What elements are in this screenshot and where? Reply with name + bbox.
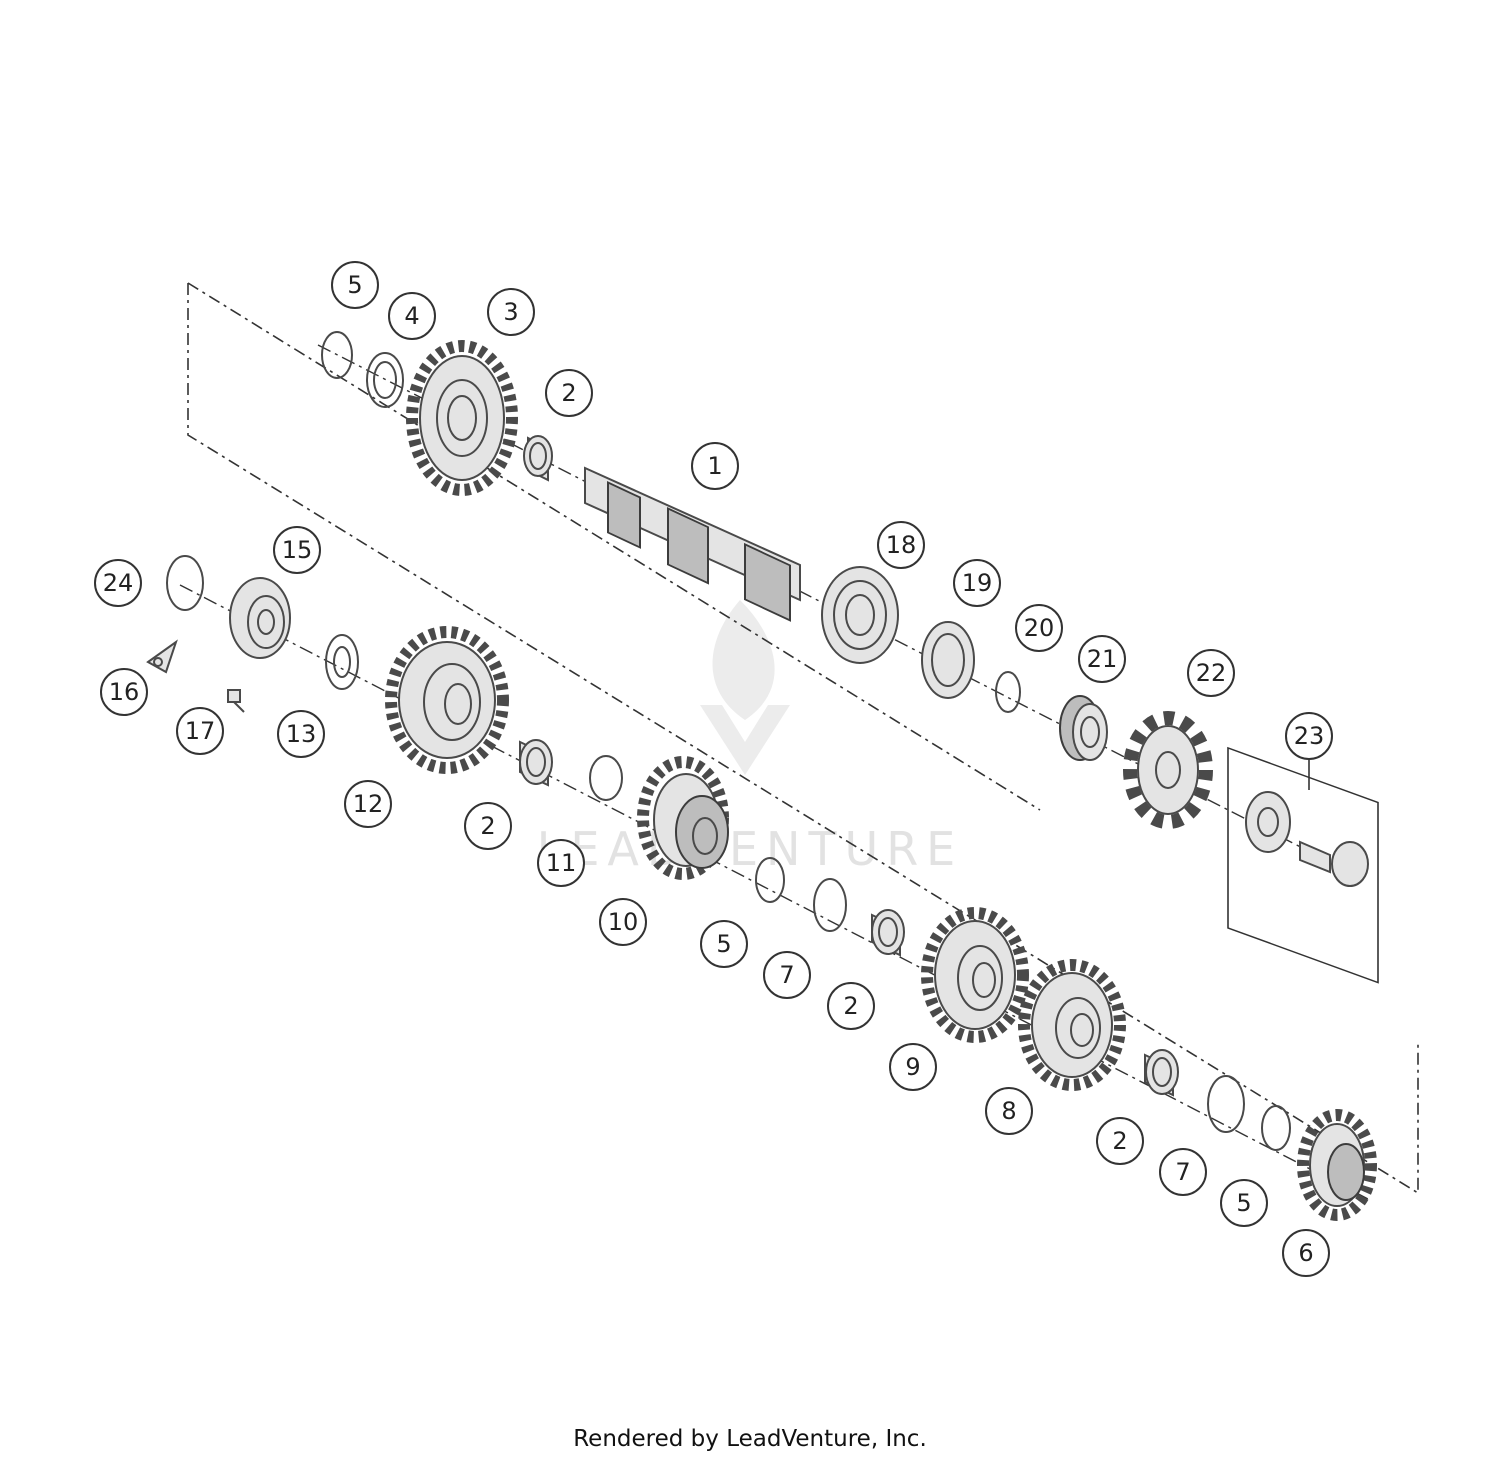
svg-text:22: 22 [1196,659,1227,687]
svg-text:23: 23 [1294,722,1325,750]
watermark: LEADVENTURE [537,600,964,876]
callout-10: 10 [599,898,647,946]
callout-21: 21 [1078,635,1126,683]
bolt-part-23 [1299,840,1369,887]
callout-6: 6 [1282,1229,1330,1277]
watermark-text: LEADVENTURE [537,822,964,876]
svg-text:17: 17 [185,717,216,745]
callout-13: 13 [277,710,325,758]
svg-text:16: 16 [109,678,140,706]
callout-1: 1 [691,442,739,490]
ball-bearing-part-18 [821,566,899,664]
svg-text:2: 2 [1112,1127,1127,1155]
callout-12: 12 [344,780,392,828]
gear-part-8 [1018,959,1126,1091]
callout-7-lower-a: 7 [763,951,811,999]
footer-credit: Rendered by LeadVenture, Inc. [573,1426,927,1452]
svg-text:5: 5 [347,271,362,299]
svg-text:4: 4 [404,302,419,330]
transmission-shaft-part-1 [584,466,801,622]
callout-9: 9 [889,1043,937,1091]
svg-text:5: 5 [1236,1189,1251,1217]
svg-text:3: 3 [503,298,518,326]
callout-19: 19 [953,559,1001,607]
svg-text:19: 19 [962,569,993,597]
spacer-part-21 [1059,695,1108,761]
svg-text:2: 2 [480,812,495,840]
svg-text:15: 15 [282,536,313,564]
callout-2-lower-b: 2 [827,982,875,1030]
callout-22: 22 [1187,649,1235,697]
callout-2-upper: 2 [545,369,593,417]
svg-text:18: 18 [886,531,917,559]
callout-18: 18 [877,521,925,569]
callout-15: 15 [273,526,321,574]
snap-ring-part-5-lower-b [1261,1105,1291,1151]
callout-11: 11 [537,839,585,887]
callout-2-lower-a: 2 [464,802,512,850]
svg-text:10: 10 [608,908,639,936]
part-23-group-box [1227,746,1379,984]
callout-23: 23 [1285,712,1333,760]
callout-5-lower-a: 5 [700,920,748,968]
svg-text:8: 8 [1001,1097,1016,1125]
needle-bearing-part-2-lower-b [871,909,905,957]
svg-text:24: 24 [103,569,134,597]
washer-part-4 [366,352,404,408]
assembly-frame [187,282,1419,1195]
callout-2-lower-c: 2 [1096,1117,1144,1165]
svg-text:2: 2 [561,379,576,407]
svg-text:21: 21 [1087,645,1118,673]
svg-text:12: 12 [353,790,384,818]
gear-part-6 [1297,1109,1377,1221]
svg-text:11: 11 [546,849,577,877]
callout-7-lower-b: 7 [1159,1148,1207,1196]
washer-part-13 [325,634,359,690]
svg-text:1: 1 [707,452,722,480]
o-ring-part-20 [995,671,1021,713]
snap-ring-part-5-upper [321,331,353,379]
gear-part-12 [385,626,509,774]
callout-4: 4 [388,292,436,340]
svg-text:6: 6 [1298,1239,1313,1267]
needle-bearing-part-2-lower-c [1144,1049,1179,1097]
svg-text:7: 7 [779,961,794,989]
locking-piece-part-16 [146,639,178,674]
svg-text:5: 5 [716,930,731,958]
washer-part-7-lower-a [813,878,847,932]
callout-17: 17 [176,707,224,755]
needle-bearing-part-2-upper [523,435,553,482]
snap-ring-part-24 [166,555,204,611]
screw-part-17 [227,689,245,713]
callout-5-lower-b: 5 [1220,1179,1268,1227]
callout-24: 24 [94,559,142,607]
callout-5-upper: 5 [331,261,379,309]
needle-bearing-part-2-lower-a [519,739,553,787]
gear-part-9 [921,907,1029,1043]
svg-text:9: 9 [905,1053,920,1081]
exploded-parts-diagram: LEADVENTURE [94,261,1419,1277]
callout-16: 16 [100,668,148,716]
callout-20: 20 [1015,604,1063,652]
callout-3: 3 [487,288,535,336]
svg-text:7: 7 [1175,1158,1190,1186]
snap-ring-part-5-lower-a [755,857,785,903]
svg-text:20: 20 [1024,614,1055,642]
svg-text:13: 13 [286,720,317,748]
washer-part-11 [589,755,623,801]
washer-part-23 [1245,791,1291,853]
washer-part-7-lower-b [1207,1075,1245,1133]
bearing-part-15 [229,577,291,659]
gear-part-10 [637,756,729,880]
svg-text:2: 2 [843,992,858,1020]
sprocket-part-22 [1123,711,1213,829]
gear-part-3 [406,340,518,496]
callout-8: 8 [985,1087,1033,1135]
shaft-seal-part-19 [921,621,975,699]
